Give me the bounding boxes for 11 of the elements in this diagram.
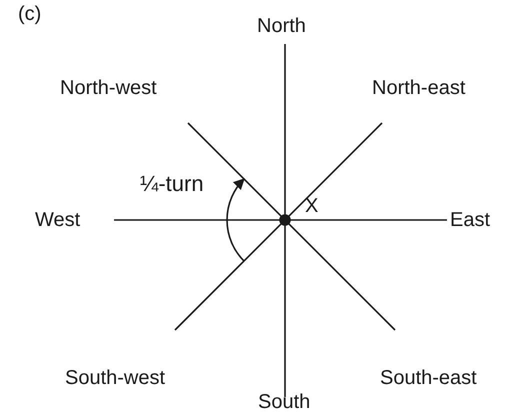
direction-label: North-west bbox=[60, 76, 157, 100]
point-label: X bbox=[305, 194, 318, 218]
direction-label: North bbox=[257, 14, 306, 38]
direction-label: South bbox=[258, 390, 310, 414]
direction-label: South-east bbox=[380, 366, 477, 390]
direction-label: West bbox=[35, 208, 80, 232]
angle-label: ¼-turn bbox=[140, 172, 204, 196]
panel-label: (c) bbox=[18, 2, 42, 26]
direction-label: North-east bbox=[372, 76, 466, 100]
direction-label: South-west bbox=[65, 366, 166, 390]
direction-label: East bbox=[450, 208, 490, 232]
